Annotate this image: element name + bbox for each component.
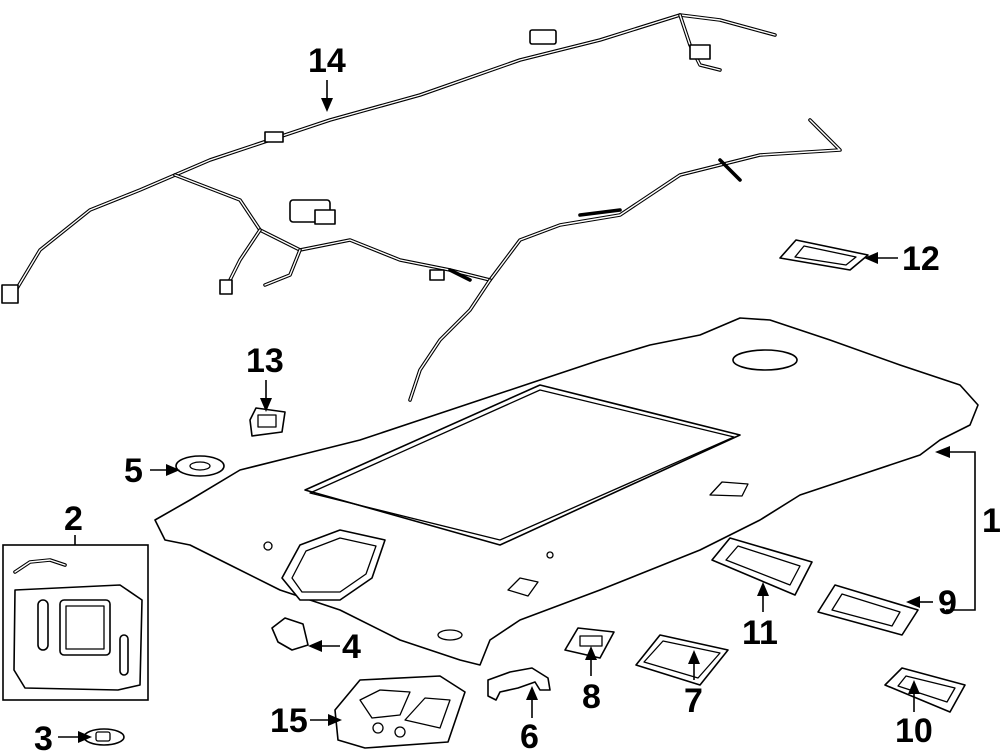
callout-7: 7 [684, 682, 703, 720]
overhead-console [334, 675, 466, 749]
grab-handle-bracket [271, 617, 309, 651]
dome-lamp [635, 634, 729, 686]
grommet [175, 455, 225, 477]
callout-15: 15 [270, 702, 308, 740]
wiring-harness [1, 13, 842, 402]
callout-6: 6 [520, 718, 539, 753]
sun-visor [2, 544, 149, 701]
reading-lamp [711, 537, 813, 596]
leader-lines [58, 80, 976, 743]
rear-lamp [779, 239, 869, 271]
bracket [249, 407, 286, 437]
rear-reading-lamp [817, 584, 919, 636]
callout-1: 1 [982, 502, 1000, 540]
callout-9: 9 [938, 584, 957, 622]
callout-14: 14 [308, 42, 346, 80]
headliner-panel [154, 317, 979, 666]
callout-13: 13 [246, 342, 284, 380]
callout-12: 12 [902, 240, 940, 278]
lamp-bezel [884, 667, 966, 713]
callout-5: 5 [124, 452, 143, 490]
callout-11: 11 [742, 614, 778, 652]
callout-8: 8 [582, 678, 601, 716]
visor-clip [83, 728, 125, 746]
callout-3: 3 [34, 720, 53, 753]
callout-2: 2 [64, 500, 83, 538]
callout-10: 10 [895, 712, 933, 750]
callout-4: 4 [342, 628, 361, 666]
assist-handle [487, 667, 551, 701]
